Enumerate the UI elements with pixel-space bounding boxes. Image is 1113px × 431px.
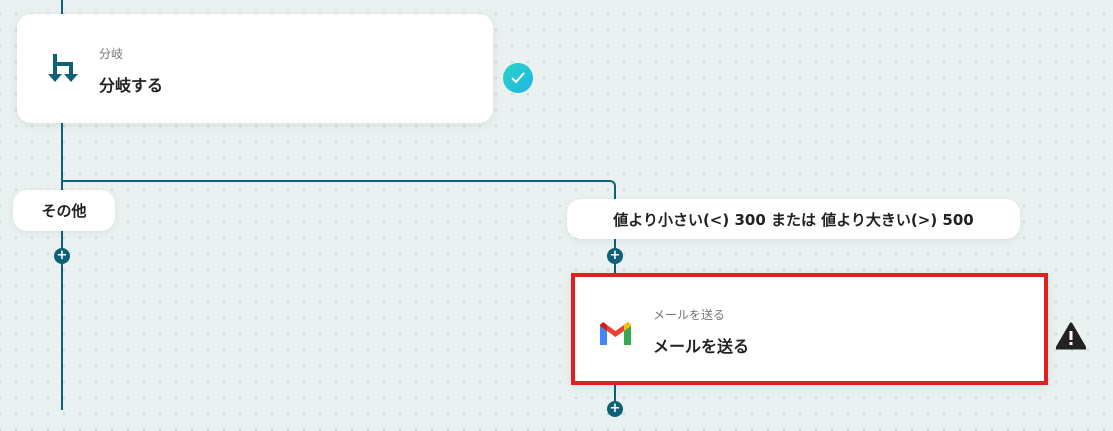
check-icon xyxy=(503,63,533,93)
mail-card-subtitle: メールを送る xyxy=(653,308,726,322)
branch-label-condition-text: 値より小さい(<) 300 または 値より大きい(>) 500 xyxy=(613,210,974,229)
add-step-button[interactable]: + xyxy=(607,401,623,417)
add-step-button[interactable]: + xyxy=(607,248,623,264)
connector-branch-corner xyxy=(606,180,616,190)
connector-branch-horizontal xyxy=(62,180,609,182)
branch-label-condition[interactable]: 値より小さい(<) 300 または 値より大きい(>) 500 xyxy=(567,199,1020,239)
branch-icon xyxy=(47,52,79,90)
branch-label-other-text: その他 xyxy=(41,202,87,220)
add-step-button[interactable]: + xyxy=(54,248,70,264)
branch-label-other[interactable]: その他 xyxy=(13,190,115,231)
mail-card-title: メールを送る xyxy=(653,337,750,356)
branch-card-subtitle: 分岐 xyxy=(99,47,124,61)
send-mail-step-card[interactable]: メールを送る メールを送る xyxy=(571,273,1048,385)
branch-card-title: 分岐する xyxy=(99,76,164,95)
warning-icon xyxy=(1055,322,1087,354)
branch-step-card[interactable]: 分岐 分岐する xyxy=(17,14,493,123)
gmail-icon xyxy=(600,322,631,349)
